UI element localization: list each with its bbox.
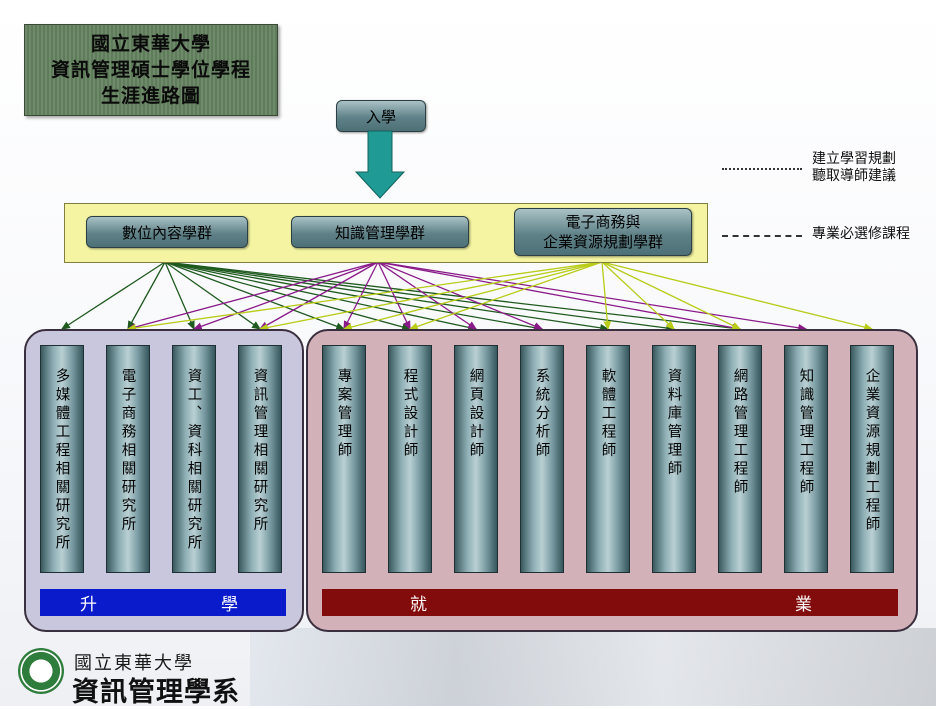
cluster-arrow	[258, 261, 603, 332]
cluster-arrow	[601, 261, 742, 330]
column-label: 資料庫管理師	[665, 368, 682, 479]
job-column: 知識管理工程師	[784, 345, 828, 573]
column-label: 專案管理師	[335, 368, 352, 461]
job-column: 網頁設計師	[454, 345, 498, 573]
cluster-arrow	[601, 261, 675, 330]
cluster-arrow	[60, 261, 166, 330]
cluster-arrow	[164, 261, 262, 330]
cluster-arrow	[601, 261, 612, 331]
cluster-arrow	[126, 261, 603, 332]
cluster-label: 知識管理學群	[334, 223, 425, 242]
cluster-label: 電子商務與 企業資源規劃學群	[542, 213, 663, 251]
column-label: 資訊管理相關研究所	[251, 368, 268, 535]
column-label: 網路管理工程師	[731, 368, 748, 498]
cluster-arrow	[164, 261, 195, 331]
cluster-arrow	[127, 261, 166, 331]
job-bar: 就 業	[322, 589, 898, 616]
study-bar-label-2: 學	[221, 595, 238, 615]
column-label: 電子商務相關研究所	[119, 368, 136, 535]
cluster-ecommerce-erp: 電子商務與 企業資源規劃學群	[514, 208, 692, 256]
cluster-digital-content: 數位內容學群	[86, 216, 248, 248]
job-column: 企業資源規劃工程師	[850, 345, 894, 573]
column-label: 軟體工程師	[599, 368, 616, 461]
study-column: 多媒體工程相關研究所	[40, 345, 84, 573]
job-column: 軟體工程師	[586, 345, 630, 573]
cluster-arrow	[342, 261, 603, 331]
cluster-knowledge-management: 知識管理學群	[291, 216, 469, 248]
cluster-arrow	[164, 261, 478, 332]
cluster-arrow	[377, 261, 742, 332]
university-logo-icon	[18, 648, 64, 694]
title-box: 國立東華大學 資訊管理碩士學位學程 生涯進路圖	[24, 24, 278, 116]
job-column: 資料庫管理師	[652, 345, 696, 573]
job-column: 系統分析師	[520, 345, 564, 573]
study-column: 資工、資科相關研究所	[172, 345, 216, 573]
job-column: 網路管理工程師	[718, 345, 762, 573]
footer-department: 資訊管理學系	[72, 677, 240, 708]
column-label: 資工、資科相關研究所	[185, 368, 202, 553]
cluster-arrow	[258, 261, 379, 330]
cluster-arrow	[377, 261, 411, 331]
cluster-arrow	[126, 261, 379, 331]
cluster-arrow	[377, 261, 478, 330]
column-label: 多媒體工程相關研究所	[53, 368, 70, 553]
legend-dotted-text: 建立學習規劃 聽取導師建議	[812, 151, 896, 184]
study-bar-label-1: 升	[80, 595, 97, 615]
study-column: 資訊管理相關研究所	[238, 345, 282, 573]
cluster-label: 數位內容學群	[121, 223, 212, 242]
cluster-arrow	[601, 261, 874, 331]
job-bar-label-2: 業	[795, 595, 812, 615]
cluster-arrow	[164, 261, 610, 332]
job-bar-label-1: 就	[410, 595, 427, 615]
column-label: 網頁設計師	[467, 368, 484, 461]
footer-university: 國立東華大學	[74, 653, 194, 674]
column-label: 程式設計師	[401, 368, 418, 461]
entry-label: 入學	[365, 107, 396, 126]
campus-photo-strip	[250, 628, 936, 706]
title-line-2: 資訊管理碩士學位學程	[50, 59, 251, 81]
cluster-arrow	[408, 261, 603, 331]
job-column: 專案管理師	[322, 345, 366, 573]
cluster-arrow	[192, 261, 379, 330]
study-bar: 升 學	[40, 589, 286, 616]
legend-dotted-line	[722, 168, 802, 170]
column-label: 企業資源規劃工程師	[863, 368, 880, 535]
cluster-arrow	[377, 261, 544, 330]
cluster-arrow	[164, 261, 544, 332]
legend-dashed-line	[722, 235, 802, 237]
column-label: 知識管理工程師	[797, 368, 814, 498]
cluster-arrow	[377, 261, 808, 332]
cluster-arrow	[164, 261, 742, 332]
title-line-3: 生涯進路圖	[100, 85, 201, 107]
cluster-arrow	[164, 261, 676, 332]
legend-dashed-text: 專業必選修課程	[812, 226, 910, 242]
job-column: 程式設計師	[388, 345, 432, 573]
study-column: 電子商務相關研究所	[106, 345, 150, 573]
entry-box: 入學	[336, 100, 426, 132]
title-line-1: 國立東華大學	[90, 33, 211, 55]
entry-down-arrow	[354, 130, 406, 199]
column-label: 系統分析師	[533, 368, 550, 461]
